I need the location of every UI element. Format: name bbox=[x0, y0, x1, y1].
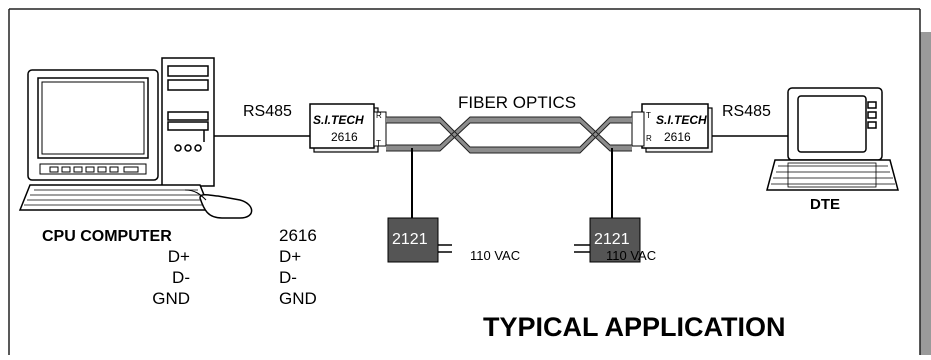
computer-pin-list: D+ D- GND bbox=[152, 246, 190, 309]
converter-right-port-r: R bbox=[646, 134, 652, 143]
converter-right-box bbox=[631, 103, 713, 153]
diagram-title: TYPICAL APPLICATION bbox=[483, 312, 786, 342]
rs485-label-right: RS485 bbox=[722, 103, 771, 120]
device-pin-list: 2616 D+ D- GND bbox=[279, 225, 317, 309]
converter-left-model: 2616 bbox=[331, 130, 358, 144]
dte-label: DTE bbox=[810, 196, 840, 213]
dte-terminal-icon bbox=[766, 87, 899, 191]
converter-right-model: 2616 bbox=[664, 130, 691, 144]
converter-left-port-r: R bbox=[376, 111, 382, 120]
converter-left-port-t: T bbox=[376, 139, 381, 148]
frame-shadow bbox=[920, 32, 931, 355]
device-pin-dminus: D- bbox=[279, 268, 297, 287]
converter-left-brand: S.I.TECH bbox=[313, 113, 364, 127]
device-pin-header: 2616 bbox=[279, 226, 317, 245]
converter-left-box bbox=[309, 103, 387, 153]
cpu-computer-label: CPU COMPUTER bbox=[42, 228, 172, 245]
power-supply-right-model: 2121 bbox=[594, 231, 630, 248]
keyboard bbox=[18, 184, 212, 211]
computer-pin-dplus: D+ bbox=[167, 247, 190, 266]
converter-right-port-t: T bbox=[646, 111, 651, 120]
fiber-optic-cables bbox=[386, 117, 632, 153]
power-supply-left-model: 2121 bbox=[392, 231, 428, 248]
computer-pin-dminus: D- bbox=[172, 268, 190, 287]
terminal-keyboard bbox=[766, 159, 899, 191]
fiber-optics-label: FIBER OPTICS bbox=[458, 93, 577, 112]
computer-pin-gnd: GND bbox=[152, 289, 190, 308]
mouse bbox=[199, 193, 253, 219]
rs485-label-left: RS485 bbox=[243, 103, 292, 120]
device-pin-gnd: GND bbox=[279, 289, 317, 308]
device-pin-dplus: D+ bbox=[279, 247, 302, 266]
power-supply-left bbox=[387, 217, 452, 263]
power-supply-right-voltage: 110 VAC bbox=[606, 248, 657, 263]
power-supply-left-voltage: 110 VAC bbox=[470, 248, 521, 263]
cpu-computer-icon bbox=[18, 57, 253, 219]
power-supply-right bbox=[574, 217, 641, 263]
fiber-strand-2 bbox=[386, 117, 632, 151]
converter-right-brand: S.I.TECH bbox=[656, 113, 707, 127]
fiber-strand-1 bbox=[386, 117, 632, 153]
fiber-outlines bbox=[386, 116, 632, 154]
